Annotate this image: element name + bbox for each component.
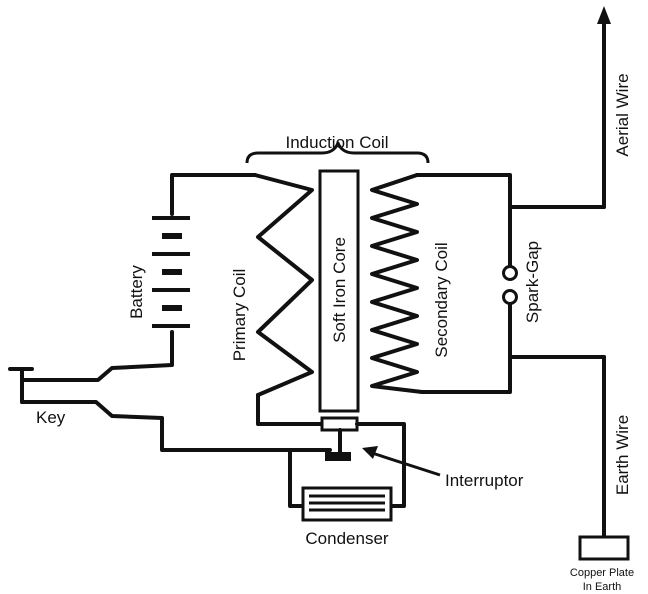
secondary-coil [370, 173, 424, 394]
interruptor-label: Interruptor [445, 471, 524, 490]
copper-plate-label-line2: In Earth [583, 581, 622, 593]
copper-plate-label-line1: Copper Plate [570, 567, 634, 579]
aerial-wire-label: Aerial Wire [613, 73, 632, 156]
spark-gap-label: Spark-Gap [523, 241, 542, 323]
key-lower-wire [20, 400, 332, 452]
primary-coil [253, 173, 314, 397]
primary-coil-label: Primary Coil [230, 269, 249, 362]
secondary-top-wire [415, 173, 606, 209]
condenser-label: Condenser [305, 529, 389, 548]
key-label: Key [36, 408, 66, 427]
spark-gap-lower-ball [502, 289, 518, 305]
spark-gap-upper-ball [502, 265, 518, 281]
secondary-bottom-wire [420, 355, 606, 394]
induction-coil-brace [245, 141, 430, 164]
secondary-coil-label: Secondary Coil [432, 242, 451, 357]
primary-to-interruptor-wire [256, 393, 324, 426]
interruptor-right-wire [355, 422, 406, 508]
induction-coil-label: Induction Coil [285, 133, 388, 152]
battery-top-wire [170, 173, 257, 216]
battery-bottom-wire [20, 330, 174, 382]
condenser [301, 486, 393, 522]
aerial-arrow-icon [597, 6, 611, 24]
interruptor-base [325, 452, 351, 461]
battery-label: Battery [127, 265, 146, 319]
earth-wire-label: Earth Wire [613, 415, 632, 495]
soft-iron-core-label: Soft Iron Core [330, 237, 349, 343]
interruptor-pointer [371, 451, 441, 477]
copper-plate [578, 535, 630, 561]
interruptor-arrow-icon [362, 446, 378, 459]
battery-cells [152, 216, 190, 328]
soft-iron-core [318, 169, 360, 413]
condenser-left-wire [288, 448, 305, 508]
